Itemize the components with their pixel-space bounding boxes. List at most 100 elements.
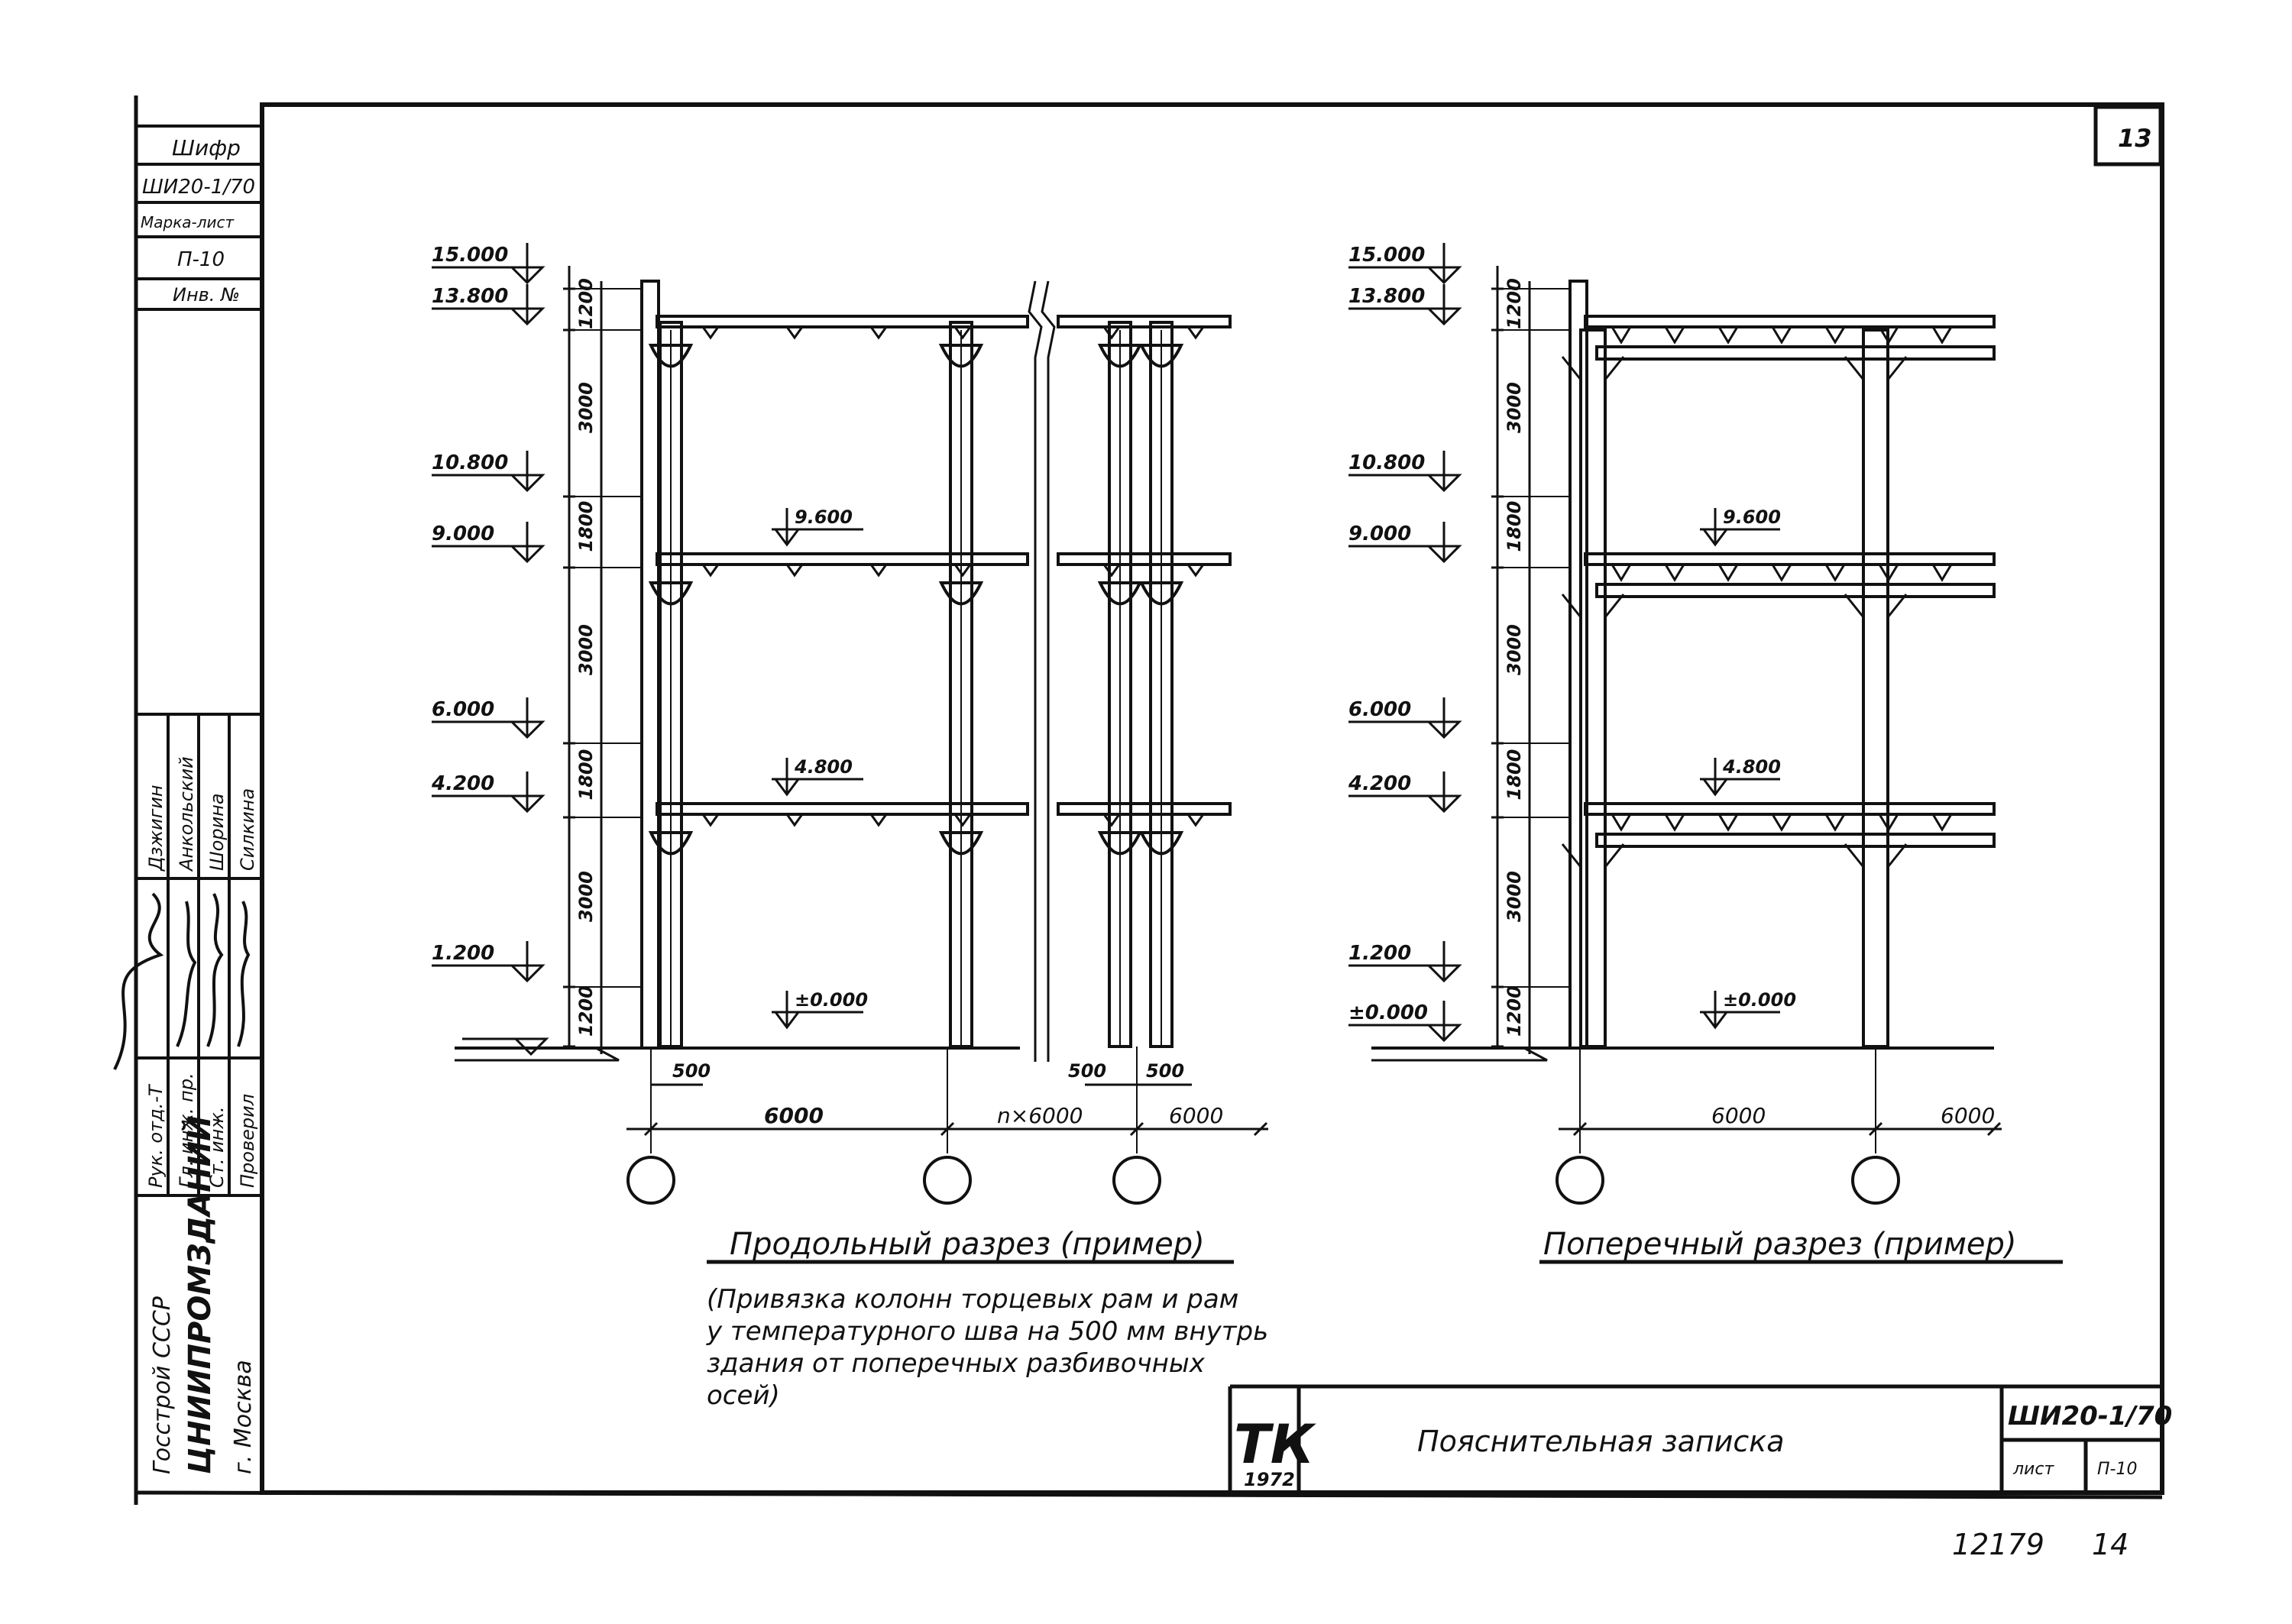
floor-slab	[1584, 315, 1996, 328]
elevation-triangle	[1426, 1024, 1462, 1043]
break-line	[1028, 280, 1043, 1062]
org-institute: ЦНИИПРОМЗДАНИЙ	[181, 1115, 218, 1474]
elevation-triangle	[1426, 720, 1462, 739]
elevation-label: 4.200	[431, 772, 494, 795]
approval-name: Анкольский	[176, 756, 197, 872]
sheet-title: Пояснительная записка	[1417, 1425, 1785, 1458]
slab-rib	[1717, 564, 1739, 582]
sheet-code: ШИ20-1/70	[2008, 1401, 2172, 1432]
column	[1579, 328, 1607, 1048]
column-capital	[648, 831, 694, 856]
elevation-label: 6.000	[1348, 698, 1411, 721]
slab-rib	[701, 326, 720, 340]
footer-ref: 12179	[1952, 1528, 2044, 1561]
interior-mark-label: 4.800	[1722, 756, 1781, 778]
slab-rib	[1186, 814, 1205, 827]
height-value: 1800	[1504, 749, 1525, 801]
floor-slab	[1057, 315, 1232, 328]
slab-rib	[1878, 326, 1899, 345]
height-value: 3000	[1504, 871, 1525, 922]
offset-value: 500	[1146, 1060, 1184, 1082]
elevation-triangle	[509, 720, 545, 739]
elevation-triangle	[509, 307, 545, 326]
approval-name: Шорина	[206, 793, 228, 871]
elevation-label: 15.000	[1348, 244, 1425, 267]
floor-slab	[1057, 802, 1232, 816]
slab-rib	[1771, 564, 1792, 582]
slab-rib	[1102, 564, 1121, 577]
slab-rib	[1717, 326, 1739, 345]
floor-slab	[656, 315, 1029, 328]
slab-rib	[1186, 326, 1205, 340]
tk-year: 1972	[1244, 1469, 1295, 1490]
approval-name: Дзжигин	[145, 785, 167, 872]
elevation-label: 1.200	[432, 942, 494, 965]
slab-rib	[1186, 564, 1205, 577]
span-value: 6000	[1711, 1103, 1766, 1128]
span-tick	[1253, 1121, 1268, 1137]
ground-hatch	[1371, 1047, 1548, 1062]
column	[1862, 328, 1889, 1048]
axis-bubble	[1556, 1156, 1604, 1205]
crossbar	[1595, 833, 1996, 848]
interior-mark-label: ±0.000	[795, 989, 868, 1011]
slab-rib	[1824, 814, 1846, 832]
longitudinal-section: 15.00013.80010.8009.0006.0004.2001.20012…	[431, 243, 1268, 1205]
elevation-triangle	[1426, 474, 1462, 493]
slab-rib	[785, 564, 804, 577]
slab-rib	[1824, 564, 1846, 582]
height-value: 3000	[575, 871, 597, 922]
elevation-label: 13.800	[432, 285, 508, 308]
org-block	[134, 1194, 264, 1494]
title-block	[1228, 1384, 2162, 1493]
cipher-label: Шифр	[172, 135, 241, 160]
offset-value: 500	[672, 1060, 711, 1082]
org-ministry: Госстрой СССР	[149, 1296, 176, 1474]
slab-rib	[953, 564, 972, 577]
height-value: 1800	[575, 749, 597, 801]
interior-mark-label: 4.800	[794, 756, 853, 778]
slab-rib	[785, 814, 804, 827]
sheet-label: лист	[2012, 1460, 2054, 1479]
elevation-triangle	[509, 545, 545, 564]
column-capital	[1138, 344, 1184, 368]
approval-role: Рук. отд.-Т	[145, 1083, 167, 1188]
elevation-triangle	[509, 266, 545, 285]
column-capital	[1097, 581, 1143, 606]
slab-rib	[1771, 814, 1792, 832]
slab-rib	[1931, 814, 1953, 832]
elevation-label: 9.000	[432, 522, 494, 545]
height-value: 3000	[575, 624, 597, 675]
inv-label: Инв. №	[173, 284, 240, 306]
floor-slab	[656, 802, 1029, 816]
bottom-binding-line	[135, 1490, 2163, 1499]
tk-mark: ТК 1972	[1234, 1413, 1317, 1490]
column-capital	[938, 581, 984, 606]
approval-name: Силкина	[237, 788, 258, 871]
approval-role: Гл. инж. пр.	[176, 1072, 197, 1188]
note-line: осей)	[707, 1380, 780, 1411]
org-city: г. Москва	[230, 1360, 257, 1474]
elevation-triangle	[509, 474, 545, 493]
mark-value: П-10	[177, 248, 225, 271]
mark-label: Марка-лист	[141, 213, 235, 231]
axis-bubble	[626, 1156, 675, 1205]
span-value: 6000	[764, 1103, 824, 1128]
span-tick	[1572, 1121, 1588, 1137]
interior-mark-label: ±0.000	[1723, 989, 1796, 1011]
slab-rib	[953, 814, 972, 827]
height-value: 1200	[575, 278, 597, 329]
footer-page: 14	[2092, 1528, 2129, 1561]
height-value: 1200	[1504, 278, 1525, 329]
slab-rib	[1102, 814, 1121, 827]
crossbar	[1595, 583, 1996, 598]
end-wall	[640, 280, 660, 1050]
height-value: 3000	[575, 382, 597, 433]
elevation-triangle	[509, 794, 545, 814]
slab-rib	[869, 564, 888, 577]
